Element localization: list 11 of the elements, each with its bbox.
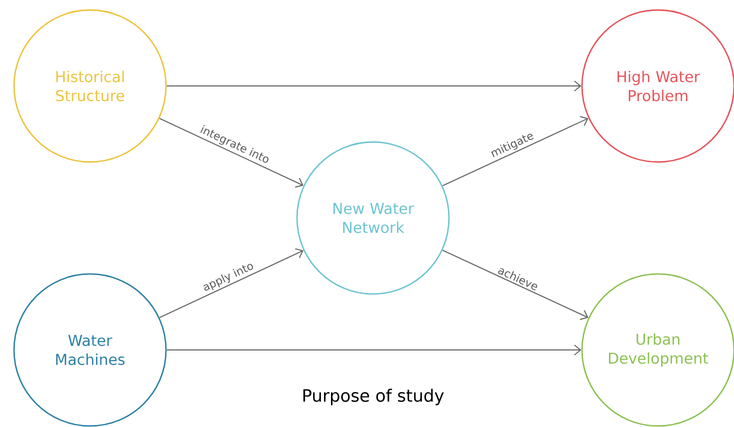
- arrow: [166, 80, 582, 92]
- arrow: [442, 250, 588, 320]
- arrow: [159, 248, 304, 318]
- circle-node: New Water Network: [296, 141, 450, 295]
- caption: Purpose of study: [303, 388, 444, 406]
- arrow: [159, 118, 304, 188]
- arrow: [166, 344, 582, 356]
- arrow: [442, 116, 588, 186]
- circle-node: Water Machines: [13, 273, 167, 427]
- edge-label: apply into: [203, 264, 254, 291]
- circle-node: Historical Structure: [13, 9, 167, 163]
